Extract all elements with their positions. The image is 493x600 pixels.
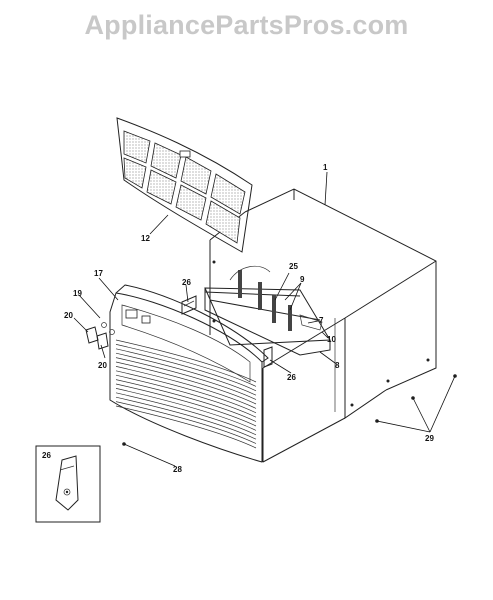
grille-louver [115,366,257,409]
grille-louver [115,370,257,414]
air-filter-part [116,117,253,253]
control-bracket-assembly [204,265,331,356]
grille-louver [115,352,257,396]
callout-28: 28 [173,465,182,474]
grille-louver [115,401,257,444]
grille-louver [115,374,257,418]
small-bracket-lower [263,346,273,368]
grille-louver [115,396,257,440]
grille-louver [115,361,257,405]
callout-7: 7 [319,316,324,325]
grille-louver [115,357,257,400]
inset-detail-box [35,445,101,523]
front-grille-part [109,284,269,463]
callout-12: 12 [141,234,150,243]
cabinet-housing [209,188,437,463]
callout-1: 1 [323,163,328,172]
callout-19: 19 [73,289,82,298]
control-knobs [85,322,115,350]
grille-louver [115,348,257,392]
callout-25: 25 [289,262,298,271]
watermark-text: AppliancePartsPros.com [84,10,409,40]
callout-26-upper: 26 [182,278,191,287]
callout-8: 8 [335,361,340,370]
callout-9: 9 [300,275,305,284]
grille-louver [115,388,257,431]
callout-labels: 1 12 17 19 20 20 26 25 9 7 10 8 26 29 28… [42,163,434,474]
callout-17: 17 [94,269,103,278]
callout-20-lower: 20 [98,361,107,370]
grille-louver [115,379,257,422]
callout-29: 29 [425,434,434,443]
callout-20-upper: 20 [64,311,73,320]
grille-louver [115,405,257,449]
grille-louver [115,383,257,427]
callout-26-lower: 26 [287,373,296,382]
grille-louver [115,344,257,387]
grille-louver [115,392,257,436]
callout-10: 10 [327,335,336,344]
grille-louver [115,339,257,383]
callout-26-inset: 26 [42,451,51,460]
leader-lines [73,171,456,467]
